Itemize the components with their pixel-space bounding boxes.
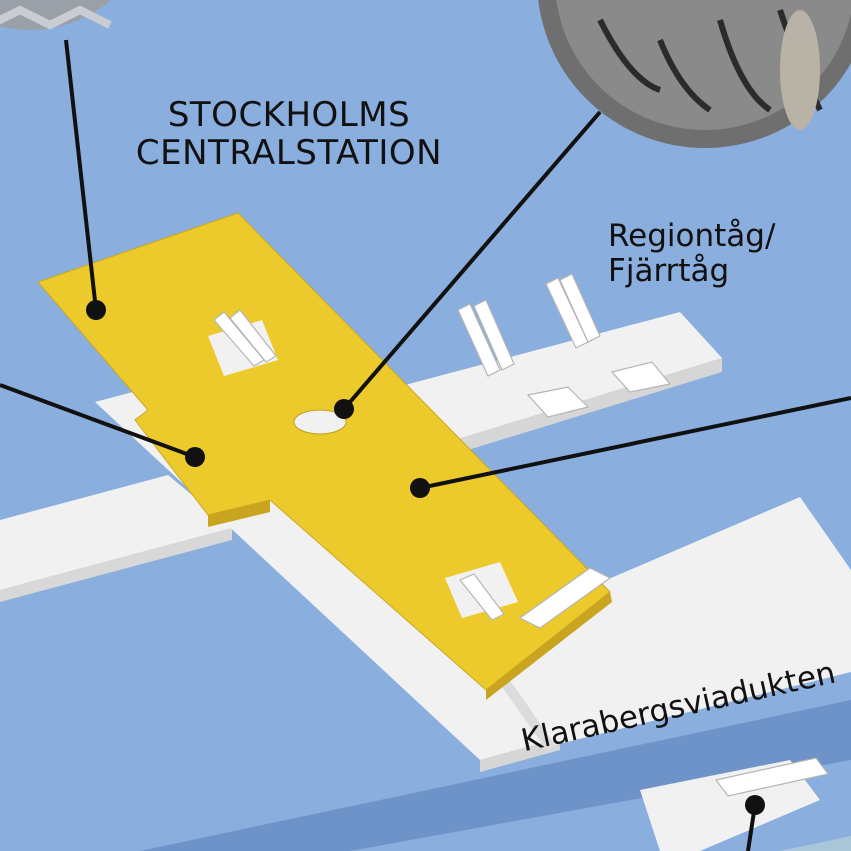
station-title-line1: STOCKHOLMS [167,95,411,135]
leader-line-left [0,383,196,459]
callout-dot [334,399,354,419]
leader-line-right [419,396,851,490]
callout-dot [86,300,106,320]
yellow-concourse [37,212,612,700]
callout-photo-circle-topright [538,0,851,148]
circular-opening [293,409,347,435]
callout-dot [185,447,205,467]
callout-dot [745,795,765,815]
station-title-line2: CENTRALSTATION [135,133,443,174]
callout-dots [86,300,765,815]
leader-line-center [342,110,602,411]
viaduct-street-band [140,700,851,851]
station-title: STOCKHOLMS CENTRALSTATION [124,96,454,172]
leader-lines [0,39,851,851]
train-type-line1: Regiontåg/ [608,218,776,254]
leader-line-topleft [64,39,98,311]
escalator-icon [213,273,830,797]
callout-photo-circle-topleft [0,0,112,30]
train-type-label: Regiontåg/ Fjärrtåg [608,219,775,288]
viaduct-lower-patch [780,836,851,851]
callout-dot [410,478,430,498]
train-type-line2: Fjärrtåg [608,252,730,289]
west-platform [0,475,232,602]
